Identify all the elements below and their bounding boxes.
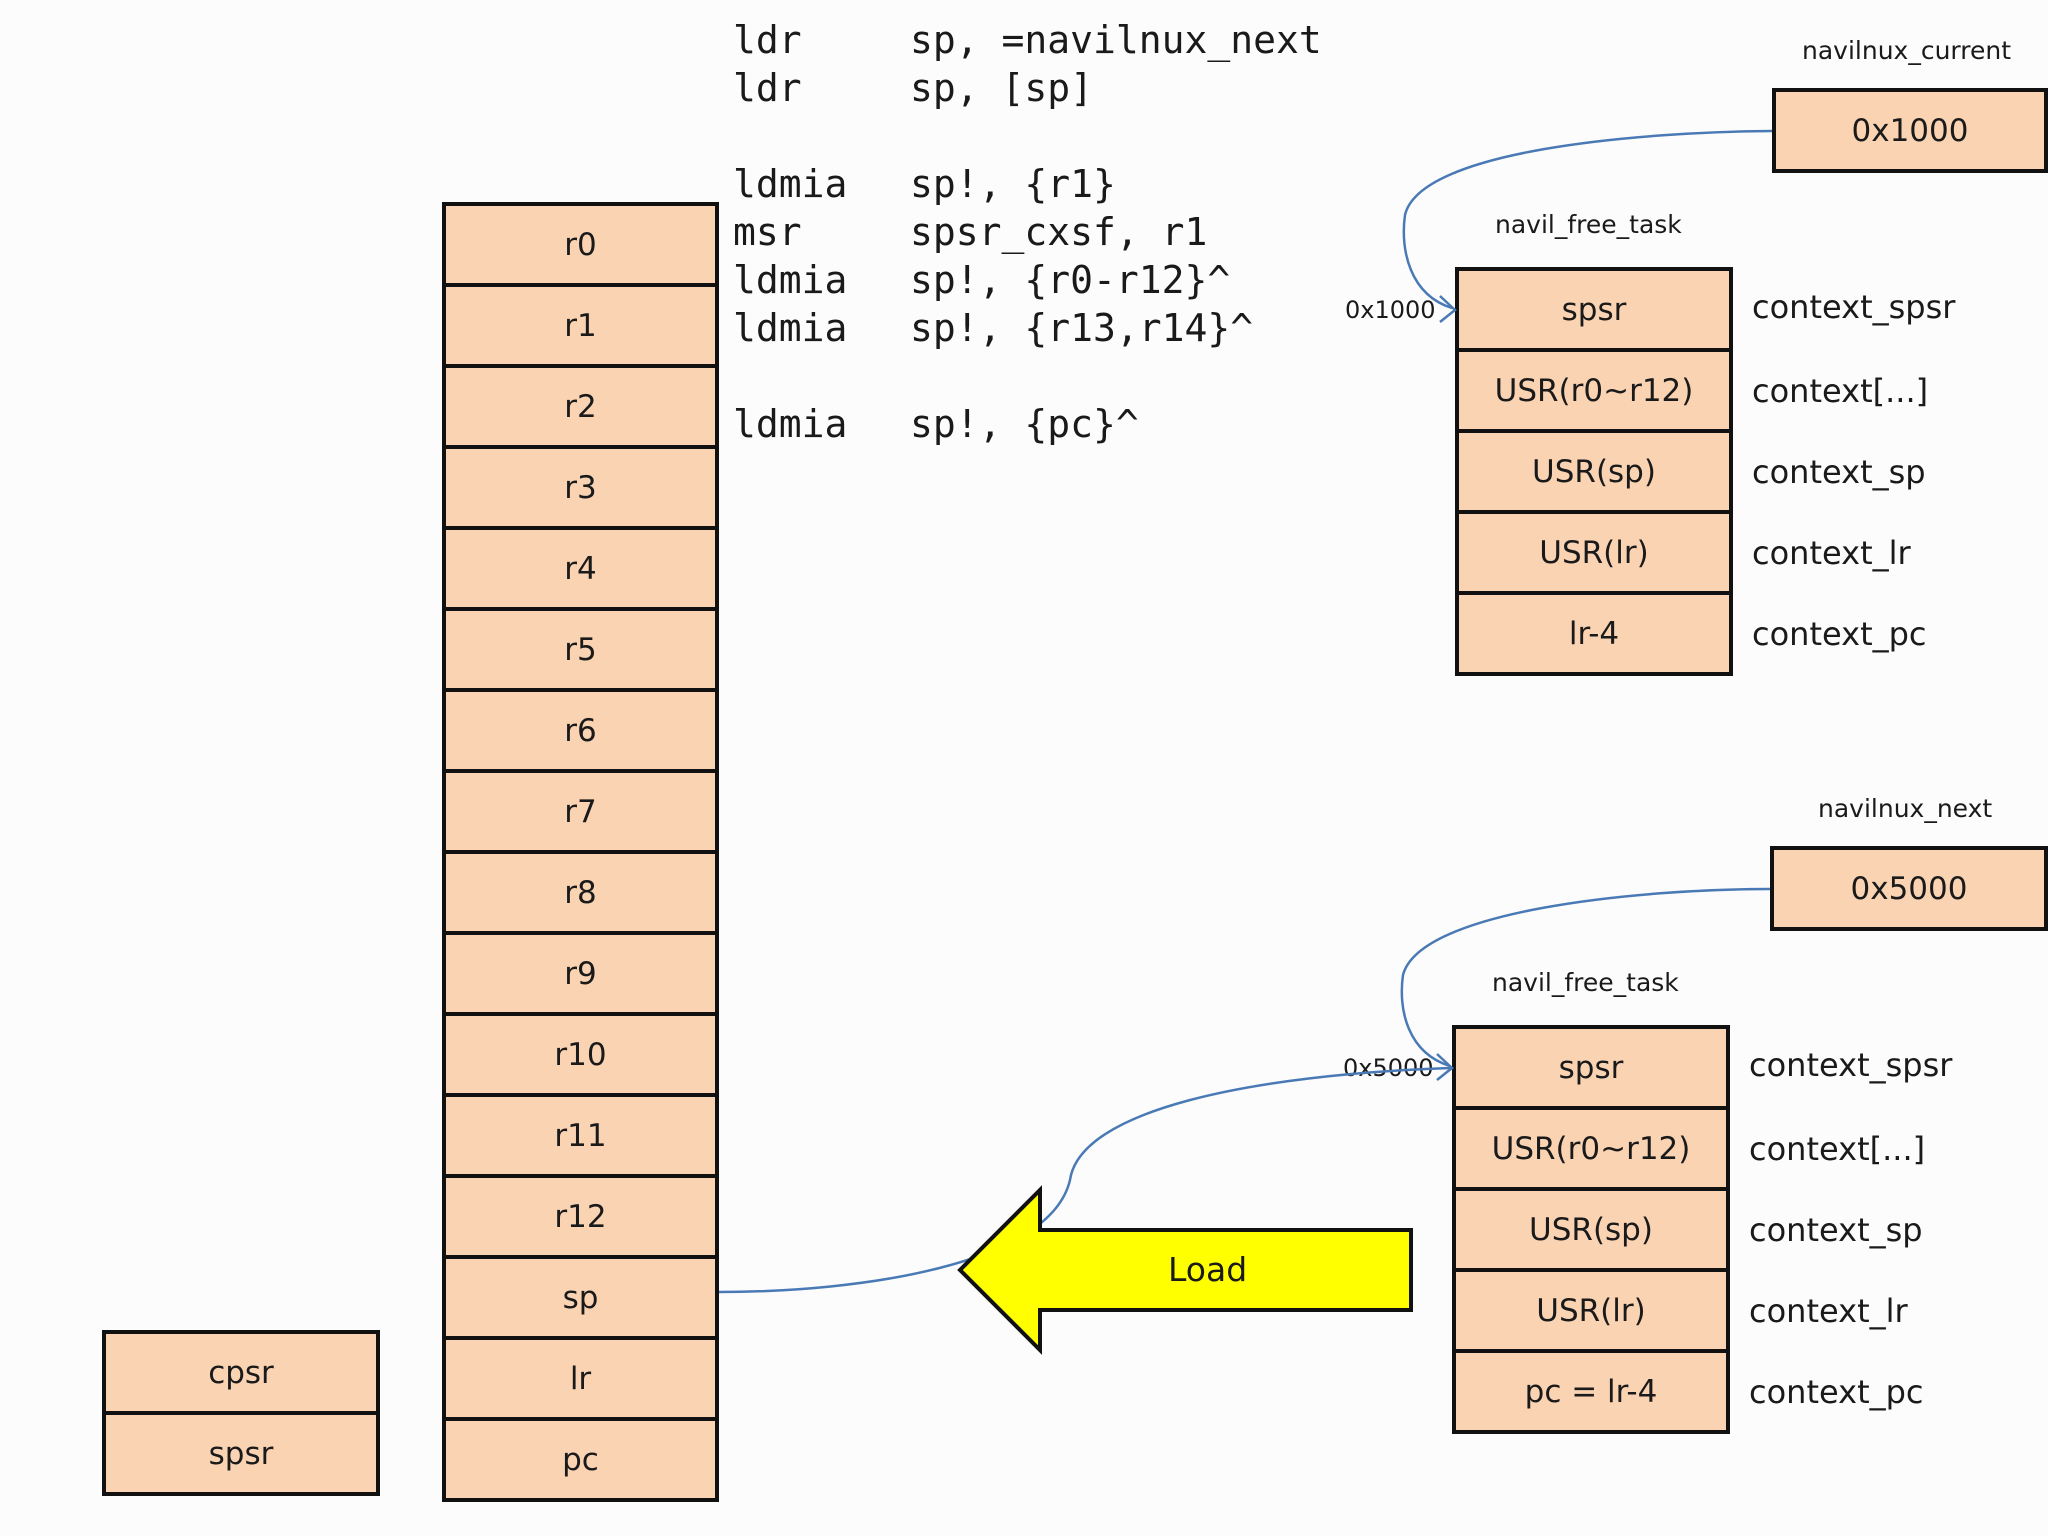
- pointer-box-current: 0x1000: [1772, 88, 2048, 173]
- task-cell-bottom-regs: USR(r0~r12): [1452, 1106, 1730, 1191]
- connector-next-to-task: [1400, 887, 1771, 1068]
- struct-address-bottom: 0x5000: [1343, 1054, 1434, 1082]
- connector-sp-to-task: [718, 1066, 1451, 1294]
- task-cell-bottom-pc: pc = lr-4: [1452, 1349, 1730, 1434]
- load-arrow: [957, 1185, 1413, 1355]
- code-op-1: ldr: [733, 18, 802, 62]
- struct-address-top: 0x1000: [1345, 296, 1436, 324]
- field-bottom-regs: context[...]: [1749, 1130, 1926, 1168]
- field-top-spsr: context_spsr: [1752, 288, 1956, 326]
- struct-name-bottom: navil_free_task: [1492, 968, 1679, 997]
- pointer-box-next: 0x5000: [1770, 846, 2048, 931]
- register-r1: r1: [442, 283, 719, 368]
- field-top-lr: context_lr: [1752, 534, 1911, 572]
- pointer-name-current: navilnux_current: [1802, 36, 2012, 65]
- code-args-3: sp!, {r1}: [910, 162, 1116, 206]
- field-top-sp: context_sp: [1752, 453, 1926, 491]
- register-r7: r7: [442, 769, 719, 854]
- struct-name-top: navil_free_task: [1495, 210, 1682, 239]
- connector-current-to-task: [1402, 129, 1773, 310]
- code-args-5: sp!, {r0-r12}^: [910, 258, 1231, 302]
- code-args-1: sp, =navilnux_next: [910, 18, 1322, 62]
- field-bottom-sp: context_sp: [1749, 1211, 1923, 1249]
- load-arrow-label: Load: [1168, 1250, 1248, 1289]
- register-cpsr: cpsr: [102, 1330, 380, 1415]
- code-args-2: sp, [sp]: [910, 66, 1094, 110]
- register-spsr: spsr: [102, 1411, 380, 1496]
- code-op-5: ldmia: [733, 258, 848, 302]
- code-op-4: msr: [733, 210, 802, 254]
- arrowhead-bottom: [1436, 1053, 1454, 1081]
- field-bottom-spsr: context_spsr: [1749, 1046, 1953, 1084]
- arrowhead-top: [1439, 295, 1457, 323]
- register-r12: r12: [442, 1174, 719, 1259]
- task-cell-top-pc: lr-4: [1455, 591, 1733, 676]
- register-pc: pc: [442, 1417, 719, 1502]
- field-top-pc: context_pc: [1752, 615, 1927, 653]
- register-r11: r11: [442, 1093, 719, 1178]
- field-top-regs: context[...]: [1752, 372, 1929, 410]
- code-args-4: spsr_cxsf, r1: [910, 210, 1208, 254]
- code-op-3: ldmia: [733, 162, 848, 206]
- register-lr: lr: [442, 1336, 719, 1421]
- code-op-7: ldmia: [733, 402, 848, 446]
- task-cell-top-spsr: spsr: [1455, 267, 1733, 352]
- field-bottom-lr: context_lr: [1749, 1292, 1908, 1330]
- pointer-name-next: navilnux_next: [1818, 794, 1993, 823]
- task-cell-bottom-sp: USR(sp): [1452, 1187, 1730, 1272]
- register-r0: r0: [442, 202, 719, 287]
- code-args-6: sp!, {r13,r14}^: [910, 306, 1254, 350]
- code-op-2: ldr: [733, 66, 802, 110]
- code-op-6: ldmia: [733, 306, 848, 350]
- field-bottom-pc: context_pc: [1749, 1373, 1924, 1411]
- register-r2: r2: [442, 364, 719, 449]
- register-r8: r8: [442, 850, 719, 935]
- task-cell-top-regs: USR(r0~r12): [1455, 348, 1733, 433]
- register-r10: r10: [442, 1012, 719, 1097]
- code-args-7: sp!, {pc}^: [910, 402, 1139, 446]
